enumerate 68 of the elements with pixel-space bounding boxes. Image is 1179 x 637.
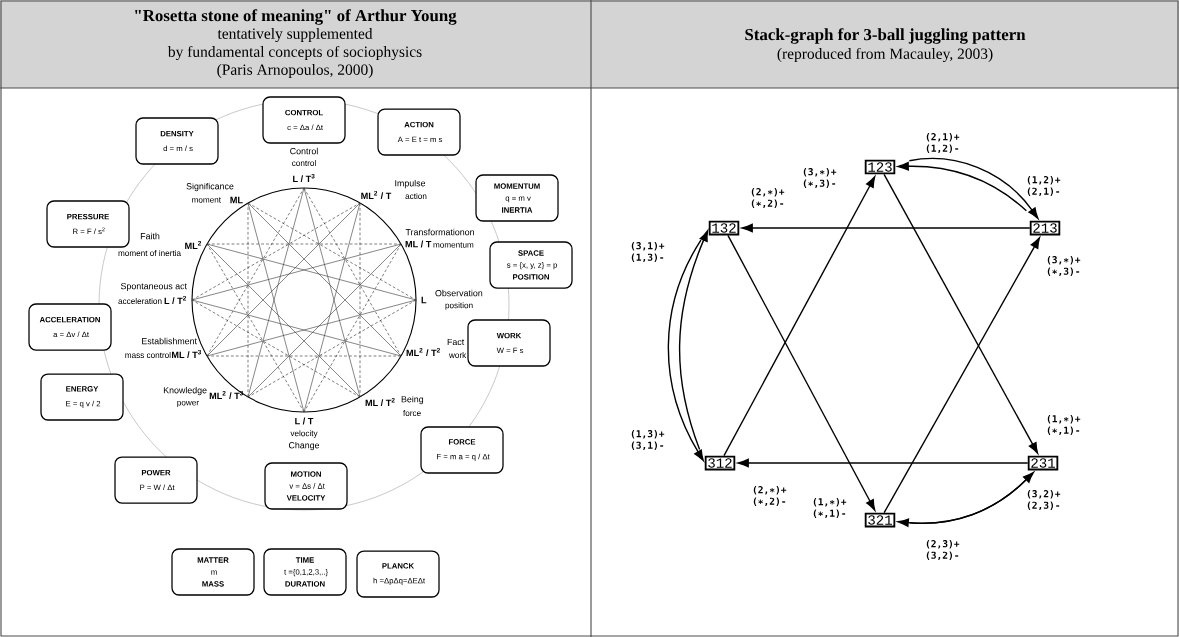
concept-sublabel: action <box>405 193 427 199</box>
concept-label: Faith <box>140 232 160 240</box>
edge-label: (2,∗)+ (∗,2)- <box>748 186 792 210</box>
dimension-label: L <box>421 296 427 304</box>
dimension-label: ML$^{2}$ / T$^{3}$ <box>209 390 244 400</box>
dimension-label: ML / T$^{2}$ <box>365 397 395 407</box>
edge-label: (3,∗)+ (∗,3)- <box>1044 254 1088 278</box>
state-box: 231 <box>1027 455 1059 471</box>
arrow <box>741 223 1031 233</box>
concept-label: Significance <box>186 182 234 192</box>
state-box: 213 <box>1029 220 1061 236</box>
edge-label: (1,2)+ (2,1)- <box>1024 174 1068 198</box>
title-text: "Rosetta stone of meaning" of Arthur Young <box>135 9 457 25</box>
concept-sublabel: acceleration <box>118 298 162 304</box>
dimension-label: ML$^{2}$ / T$^{2}$ <box>406 347 440 357</box>
arrow <box>737 458 1029 468</box>
edge-label: (3,1)+ (1,3)- <box>628 240 672 264</box>
concept-label: Impulse <box>395 179 426 189</box>
concept-label: Change <box>288 441 320 451</box>
subtitle-text: (reproduced from Macauley, 2003) <box>777 47 993 63</box>
state-box: 312 <box>704 455 736 471</box>
arrow <box>908 157 1039 219</box>
edge-label: (2,∗)+ (∗,2)- <box>750 484 794 508</box>
subtitle-text: tentatively supplemented <box>217 28 373 43</box>
dimension-label: L / T$^{2}$ <box>164 295 187 305</box>
edge-label: (2,3)+ (3,2)- <box>923 538 967 562</box>
dimension-label: ML$^{2}$ <box>185 241 202 249</box>
edge-label: (3,2)+ (2,3)- <box>1024 488 1068 512</box>
state-box: 132 <box>708 220 740 236</box>
concept-sublabel: moment <box>192 197 221 203</box>
arrow <box>727 234 876 511</box>
concept-label: Transformationon <box>405 228 474 236</box>
concept-sublabel: velocity <box>290 430 318 438</box>
state-box: 321 <box>864 512 896 528</box>
dimension-label: ML$^{2}$ / T <box>361 190 392 200</box>
arrow <box>723 176 876 457</box>
concept-sublabel: control <box>292 160 316 166</box>
edge-label: (3,∗)+ (∗,3)- <box>800 166 844 190</box>
concept-label: Being <box>401 395 424 405</box>
edge-label: (1,∗)+ (∗,1)- <box>810 496 854 520</box>
dimension-label: ML / T <box>405 240 432 248</box>
dimension-label: L / T$^{3}$ <box>293 173 315 183</box>
state-box: 123 <box>864 159 896 175</box>
concept-sublabel: force <box>403 410 421 416</box>
arrow <box>897 479 1026 527</box>
arrow <box>678 230 709 451</box>
dimension-label: L / T <box>295 417 314 425</box>
subtitle-text: (Paris Arnopoulos, 2000) <box>217 64 373 78</box>
concept-label: Spontaneous act <box>120 283 187 291</box>
subtitle-text: by fundamental concepts of sociophysics <box>167 45 422 61</box>
edge-label: (1,3)+ (3,1)- <box>628 428 672 452</box>
concept-label: Establishment <box>142 337 197 345</box>
concept-sublabel: moment of inertia <box>118 250 181 256</box>
edge-label: (2,1)+ (1,2)- <box>923 131 967 155</box>
concept-sublabel: mass control <box>125 352 171 358</box>
concept-sublabel: position <box>445 302 473 310</box>
dimension-label: ML / T$^{3}$ <box>172 349 202 359</box>
edge-label: (1,∗)+ (∗,1)- <box>1044 413 1088 437</box>
arrow <box>883 173 1039 454</box>
arrow <box>667 239 704 462</box>
arrow <box>883 237 1041 514</box>
arrow <box>897 162 1028 212</box>
concept-sublabel: power <box>177 400 199 408</box>
concept-label: Knowledge <box>163 386 207 396</box>
concept-label: Observation <box>435 289 483 297</box>
title-text: Stack-graph for 3-ball juggling pattern <box>745 28 1026 44</box>
dimension-label: ML <box>230 196 243 204</box>
concept-sublabel: momentum <box>433 242 474 248</box>
